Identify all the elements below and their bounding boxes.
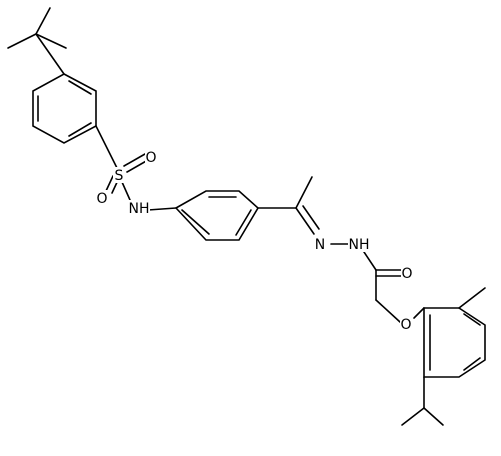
ring-methyl-bond	[458, 287, 486, 309]
nitrogen-aryl-bond	[147, 207, 177, 211]
svg-text:N: N	[315, 237, 325, 253]
atom-label-sulfur: S	[113, 167, 125, 184]
benzene-ring-central	[174, 190, 260, 241]
atom-label-oxygen-sulfonyl-top: O	[145, 149, 157, 166]
benzene-ring-phenoxy	[423, 307, 486, 378]
svg-text:NH: NH	[129, 201, 150, 217]
atom-label-carbonyl-oxygen: O	[401, 265, 413, 282]
atom-label-hydrazide-nh: NH	[348, 236, 370, 253]
svg-text:O: O	[145, 150, 156, 166]
atom-label-imine-nitrogen: N	[314, 236, 326, 253]
hydrazide-carbonyl-bond	[363, 251, 377, 271]
svg-text:O: O	[96, 191, 107, 207]
atom-label-ether-oxygen: O	[400, 316, 412, 333]
svg-text:O: O	[400, 317, 411, 333]
carbonyl-double-bond	[375, 269, 402, 277]
tert-butyl-group	[7, 7, 67, 75]
atom-label-sulfonamide-nh: NH	[128, 200, 150, 217]
svg-text:NH: NH	[349, 237, 370, 253]
atom-label-oxygen-sulfonyl-left: O	[96, 190, 108, 207]
aryl-sulfur-bond	[95, 125, 119, 171]
isopropyl-group	[401, 376, 444, 426]
svg-text:S: S	[115, 168, 124, 184]
methylene-ether-chain	[375, 269, 425, 323]
imine-carbon-group	[257, 176, 313, 209]
sulfur-nitrogen-bond	[121, 181, 131, 201]
imine-double-bond	[295, 205, 320, 235]
benzene-ring-sulfonyl-aryl	[32, 73, 97, 144]
sulfonyl-double-bonds	[105, 153, 149, 194]
svg-text:O: O	[401, 266, 412, 282]
